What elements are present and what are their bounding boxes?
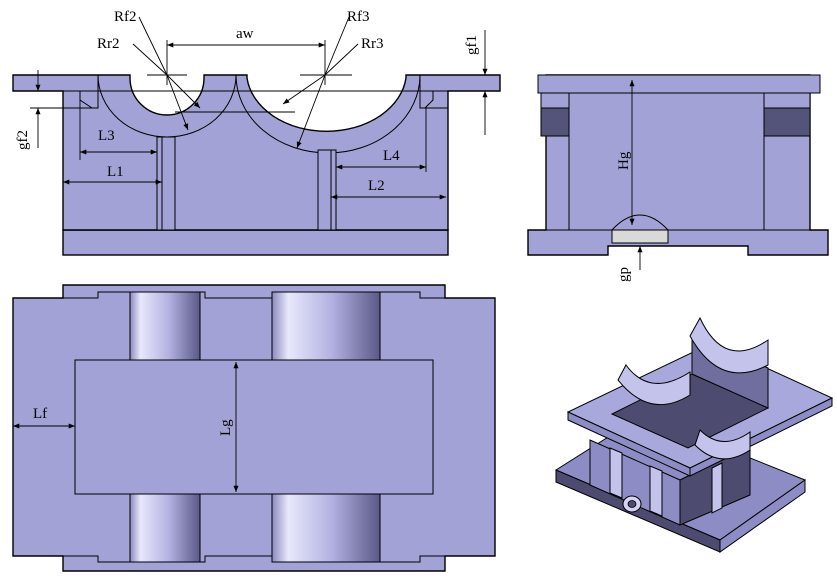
iso-rib-3 [711,462,723,514]
iso-saddle-right [689,316,769,374]
right-step [419,75,448,109]
rr3-label: Rr3 [361,36,384,52]
gf1-label: gf1 [464,35,480,55]
notch-bottom-left [63,555,130,563]
side-top-flange [537,74,821,94]
rr2-label: Rr2 [97,36,120,52]
isometric-view [554,316,834,553]
rf3-leader-top [324,16,350,76]
iso-base-side [719,479,806,553]
lg-label: Lg [218,419,234,436]
left-pocket [540,107,570,137]
iso-bolt-hole-inner [627,500,637,508]
bore-top-right [271,291,381,361]
rr2-leader [166,74,189,131]
right-inner-edge [424,91,434,109]
bore-bottom-right [271,493,381,563]
rf3-leader [282,74,326,105]
l3-label: L3 [98,128,115,144]
rr3-leader [296,74,326,149]
rr3-leader-top [324,43,359,76]
notch-top-left [63,291,130,299]
iso-saddle-front [694,429,751,460]
left-rib [156,136,176,231]
lf-label: Lf [33,406,47,422]
notch-bottom-mid [200,555,272,563]
inner-cavity [74,359,434,495]
left-pocket-top [540,92,570,109]
rr2-leader-top [132,43,168,76]
sump-plug [611,229,669,244]
iso-rib-2 [649,465,663,517]
l4-label: L4 [383,148,400,164]
bore-top-left [129,291,201,361]
gp-label: gp [616,267,632,282]
hg-label: Hg [616,151,632,170]
top-view: Lf Lg [12,284,496,572]
left-step [63,75,99,109]
right-pocket [763,107,811,137]
right-rib [317,149,337,231]
aw-label: aw [236,26,254,42]
bore-bottom-left [129,493,201,563]
rf2-label: Rf2 [114,9,137,25]
rf2-leader [166,74,201,109]
front-body [12,74,501,231]
iso-saddle-left [617,364,691,406]
rf3-label: Rf3 [347,9,370,25]
notch-top-mid [200,291,272,299]
front-view: aw Rf2 Rr2 Rf3 Rr3 gf1 gf2 L3 [12,9,501,256]
rf2-leader-top [138,16,168,76]
side-view: Hg gp [527,74,829,282]
gf2-label: gf2 [15,130,31,150]
iso-rib-1 [609,447,623,499]
notch-top-right [380,291,445,299]
base-plate [62,229,449,256]
notch-bottom-right [380,555,445,563]
right-pocket-top [763,92,811,109]
l1-label: L1 [107,164,124,180]
l2-label: L2 [368,178,385,194]
